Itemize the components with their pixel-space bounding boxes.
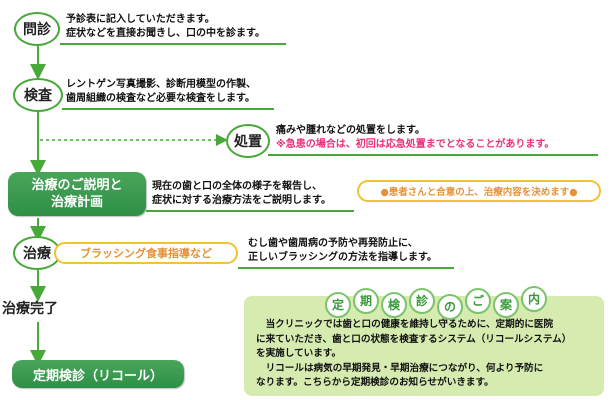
step-monshin-desc: 予診表に記入していただきます。 症状などを直接お聞きし、口の中を診ます。 [66,13,265,41]
guide-title-char: ご [465,288,491,314]
step-shochi-note: ※急患の場合は、初回は応急処置までとなることがあります。 [276,139,555,150]
step-chiryo-line-1: むし歯や歯周病の予防や再発防止に、 [248,238,418,249]
step-monshin-circle: 問診 [14,12,60,46]
step-monshin-underline [60,43,286,45]
step-monshin-label: 問診 [23,22,51,38]
step-setsumei-box: 治療のご説明と 治療計画 [8,172,146,216]
step-chiryo-pill: ブラッシング食事指導など [54,242,238,264]
guide-line-3: を実施しています。 [256,348,342,359]
guide-title-char: 案 [493,292,519,318]
guide-title-char: の [437,294,463,320]
step-shochi-circle: 処置 [226,124,270,158]
step-chiryo-circle: 治療 [13,236,61,270]
step-kanryo-label: 治療完了 [2,301,58,317]
guide-title-char: 診 [409,288,435,314]
step-setsumei-desc: 現在の歯と口の全体の様子を報告し、 症状に対する治療方法をご説明します。 [152,180,331,208]
guide-title-char: 期 [353,288,379,314]
step-chiryo-label: 治療 [23,246,51,262]
step-kensa-desc: レントゲン写真撮影、診断用模型の作製、 歯周組織の検査など必要な検査をします。 [66,78,256,106]
step-monshin-line-1: 予診表に記入していただきます。 [66,14,215,25]
step-setsumei-label-2: 治療計画 [50,195,103,210]
step-kensa-line-1: レントゲン写真撮影、診断用模型の作製、 [66,79,256,90]
guide-line-2: に来ていただき、歯と口の状態を検査するシステム（リコールシステム） [256,333,572,345]
step-setsumei-pill: ●患者さんと合意の上、治療内容を決めます● [357,180,601,202]
step-setsumei-label-1: 治療のご説明と [31,178,123,193]
step-teiki-label: 定期検診（リコール） [32,368,163,384]
step-shochi-line-1: 痛みや腫れなどの処置をします。 [276,125,425,136]
step-setsumei-pill-text: ●患者さんと合意の上、治療内容を決めます● [380,187,578,198]
guide-title-char: 内 [521,286,547,312]
step-teiki-box: 定期検診（リコール） [12,360,184,388]
guide-line-4: リコールは病気の早期発見・早期治療につながり、何より予防に [256,362,544,374]
step-setsumei-line-2: 症状に対する治療方法をご説明します。 [152,195,331,206]
step-kensa-underline [62,108,274,110]
step-shochi-desc: 痛みや腫れなどの処置をします。 ※急患の場合は、初回は応急処置までとなることがあ… [276,124,554,152]
step-chiryo-desc: むし歯や歯周病の予防や再発防止に、 正しいブラッシングの方法を指導します。 [248,237,437,265]
guide-title-char: 検 [381,292,407,318]
step-shochi-underline [268,154,598,156]
step-kensa-circle: 検査 [13,78,63,112]
step-chiryo-underline [238,267,454,269]
guide-body: 当クリニックでは歯と口の健康を維持し守るために、定期的に医院 に来ていただき、歯… [256,318,571,391]
step-chiryo-line-2: 正しいブラッシングの方法を指導します。 [248,252,437,263]
step-monshin-line-2: 症状などを直接お聞きし、口の中を診ます。 [66,28,265,39]
step-chiryo-pill-text: ブラッシング食事指導など [80,247,212,260]
step-setsumei-line-1: 現在の歯と口の全体の様子を報告し、 [152,181,322,192]
step-setsumei-underline [146,210,354,212]
step-kensa-label: 検査 [24,88,52,104]
guide-line-5: なります。こちらから定期検診のお知らせがいきます。 [256,377,494,388]
step-kensa-line-2: 歯周組織の検査など必要な検査をします。 [66,93,255,104]
guide-title-char: 定 [325,292,351,318]
guide-line-1: 当クリニックでは歯と口の健康を維持し守るために、定期的に医院 [256,319,554,330]
guide-title: 定期検診のご案内 [324,284,548,320]
step-shochi-label: 処置 [234,134,262,150]
